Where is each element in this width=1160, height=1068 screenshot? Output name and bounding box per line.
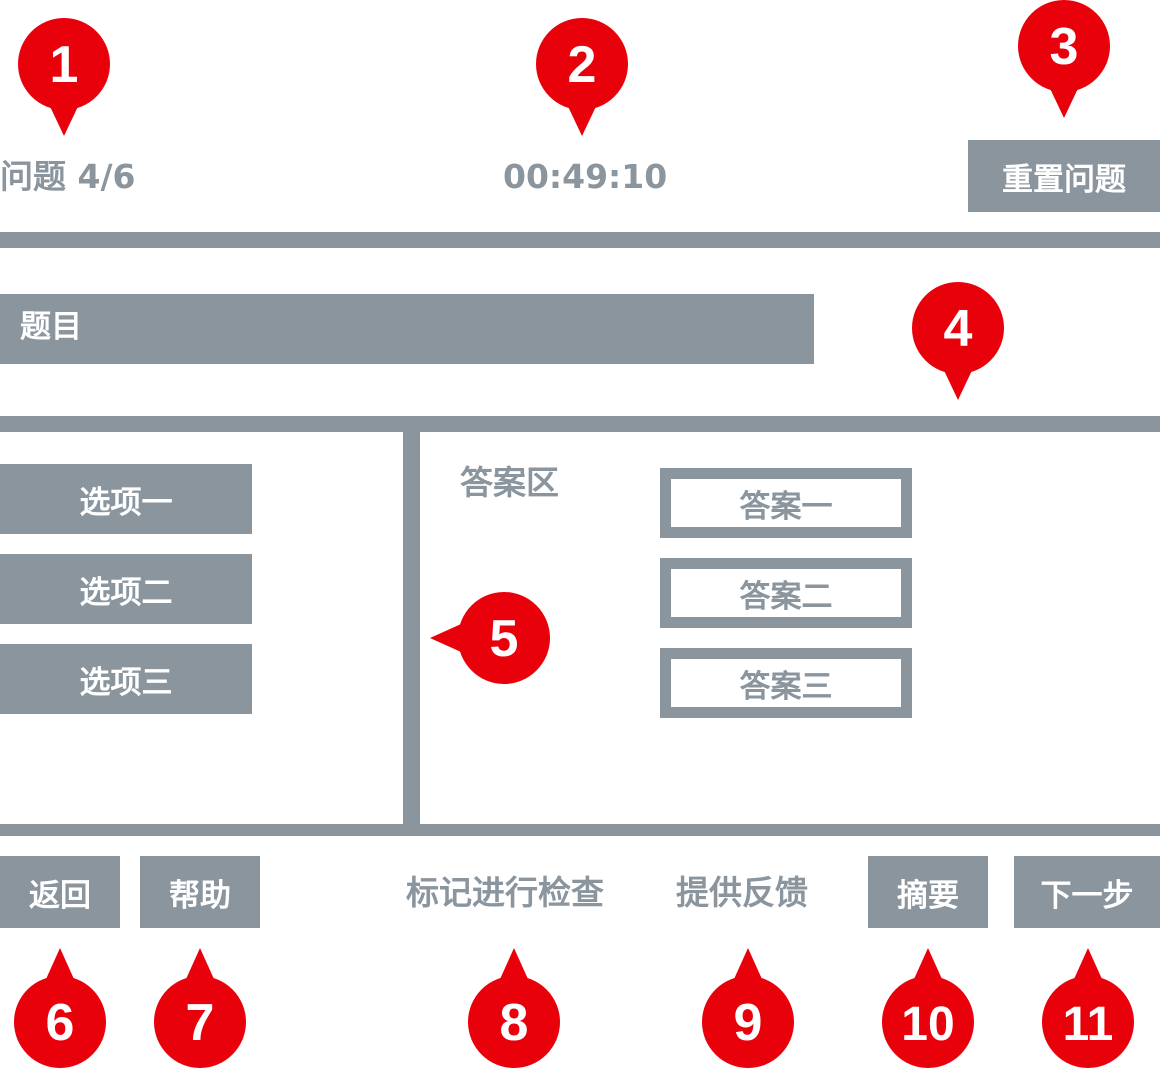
marker-number-1: 1 [50, 36, 79, 94]
content-vertical-divider [403, 416, 420, 826]
help-button[interactable]: 帮助 [140, 856, 260, 928]
question-title: 题目 [20, 309, 82, 345]
callout-marker-3: 3 [1018, 0, 1110, 120]
callout-marker-7: 7 [154, 948, 246, 1068]
callout-marker-5: 5 [430, 592, 552, 684]
marker-number-10: 10 [901, 998, 954, 1051]
answer-slot-1[interactable]: 答案一 [660, 468, 912, 538]
timer: 00:49:10 [503, 157, 668, 196]
marker-number-2: 2 [568, 36, 597, 94]
callout-marker-8: 8 [468, 948, 560, 1068]
marker-number-11: 11 [1063, 998, 1114, 1051]
option-item-1[interactable]: 选项一 [0, 464, 252, 534]
callout-marker-10: 10 [882, 948, 974, 1068]
marker-number-9: 9 [734, 994, 763, 1052]
header-divider [0, 232, 1160, 248]
question-counter: 问题 4/6 [0, 157, 136, 196]
callout-marker-11: 11 [1042, 948, 1134, 1068]
callout-marker-6: 6 [14, 948, 106, 1068]
question-title-bar: 题目 [0, 294, 814, 364]
summary-button[interactable]: 摘要 [868, 856, 988, 928]
option-item-3[interactable]: 选项三 [0, 644, 252, 714]
mark-for-review-link[interactable]: 标记进行检查 [406, 873, 604, 912]
callout-marker-9: 9 [702, 948, 794, 1068]
marker-number-3: 3 [1050, 18, 1079, 76]
next-button[interactable]: 下一步 [1014, 856, 1160, 928]
callout-marker-2: 2 [536, 18, 628, 138]
content-top-divider [0, 416, 1160, 432]
marker-number-8: 8 [500, 994, 529, 1052]
marker-number-4: 4 [944, 300, 973, 358]
callout-marker-1: 1 [18, 18, 110, 138]
callout-marker-4: 4 [912, 282, 1004, 402]
marker-number-6: 6 [46, 994, 75, 1052]
content-bottom-divider [0, 824, 1160, 836]
back-button[interactable]: 返回 [0, 856, 120, 928]
reset-question-button[interactable]: 重置问题 [968, 140, 1160, 212]
answer-slot-2[interactable]: 答案二 [660, 558, 912, 628]
provide-feedback-link[interactable]: 提供反馈 [676, 873, 808, 912]
option-item-2[interactable]: 选项二 [0, 554, 252, 624]
answer-area-label: 答案区 [460, 463, 559, 502]
marker-number-5: 5 [490, 610, 519, 668]
marker-number-7: 7 [186, 994, 215, 1052]
answer-slot-3[interactable]: 答案三 [660, 648, 912, 718]
